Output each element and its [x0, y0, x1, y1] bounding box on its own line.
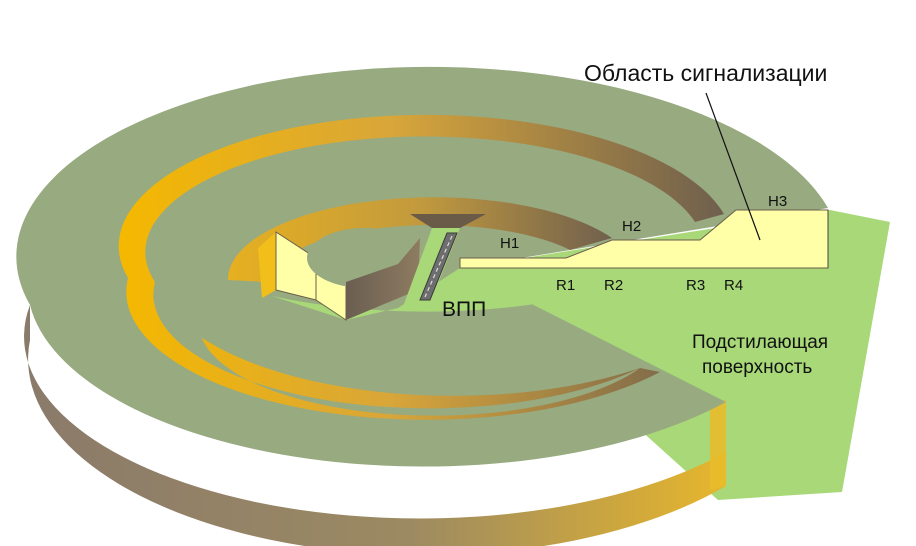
- central-pit-wall: [346, 238, 420, 320]
- inner-groove: [227, 197, 613, 282]
- radius-label-r3: R3: [686, 277, 705, 294]
- height-label-h2: H2: [622, 218, 641, 235]
- inner-floor: [272, 268, 560, 320]
- radius-label-r4: R4: [724, 277, 743, 294]
- cut-profile: [459, 209, 829, 269]
- height-label-h3: H3: [768, 193, 787, 210]
- wall-highlight: [710, 400, 726, 490]
- surface-label-line1: Подстилающая: [692, 332, 828, 353]
- radius-label-r2: R2: [604, 277, 623, 294]
- height-label-h1: H1: [500, 235, 519, 252]
- title-label: Область сигнализации: [584, 60, 827, 86]
- surface-label-line2: поверхность: [702, 357, 812, 378]
- cut-face-left: [258, 232, 276, 298]
- radius-label-r1: R1: [556, 277, 575, 294]
- title-pointer: [705, 92, 761, 241]
- middle-ring: [145, 136, 696, 416]
- underlying-surface: [460, 210, 890, 500]
- runway-label: ВПП: [442, 298, 486, 321]
- runway-strip: [419, 232, 458, 301]
- runway-trench-top: [410, 214, 486, 228]
